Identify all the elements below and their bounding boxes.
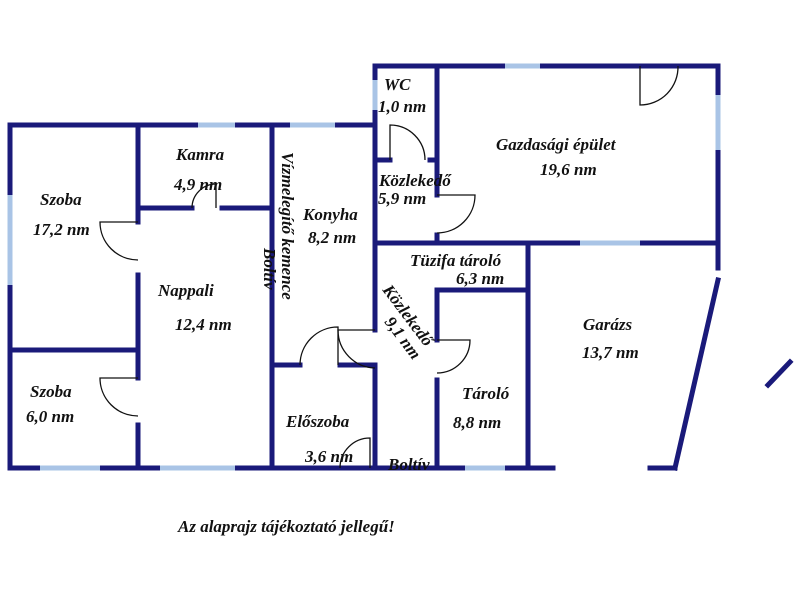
room-name-kamra: Kamra: [175, 145, 225, 164]
room-name-eloszoba: Előszoba: [285, 412, 350, 431]
door-swing: [389, 124, 426, 161]
room-area-kamra: 4,9 nm: [173, 175, 222, 194]
wall: [672, 277, 721, 471]
doors: [99, 65, 679, 469]
door-swing: [639, 65, 679, 106]
room-area-eloszoba: 3,6 nm: [304, 447, 353, 466]
disclaimer-note: Az alaprajz tájékoztató jellegű!: [177, 517, 395, 536]
room-area-szoba-2: 6,0 nm: [26, 407, 74, 426]
vizmelegito-kemence-label: Vízmelegítő kemence: [278, 152, 297, 300]
room-labels: WC 1,0 nm Gazdasági épület 19,6 nm Kamra…: [26, 75, 639, 474]
room-name-wc: WC: [384, 75, 411, 94]
room-area-konyha: 8,2 nm: [308, 228, 356, 247]
room-area-tuzifa: 6,3 nm: [456, 269, 504, 288]
room-area-szoba-1: 17,2 nm: [33, 220, 90, 239]
door-swing: [99, 377, 139, 417]
room-name-garazs: Garázs: [583, 315, 633, 334]
windows: [7, 63, 721, 471]
room-name-szoba-1: Szoba: [40, 190, 82, 209]
room-area-nappali: 12,4 nm: [175, 315, 232, 334]
room-name-gazdasagi: Gazdasági épület: [496, 135, 617, 154]
room-area-wc: 1,0 nm: [378, 97, 426, 116]
room-area-gazdasagi: 19,6 nm: [540, 160, 597, 179]
room-name-tarolo: Tároló: [462, 384, 509, 403]
room-name-kozlekedo-1: Közlekedő: [378, 171, 452, 190]
door-swing: [191, 183, 217, 209]
room-name-tuzifa: Tüzifa tároló: [410, 251, 501, 270]
boltiv-vertical-label: Boltív: [260, 247, 279, 290]
door-swing: [436, 339, 471, 374]
door-swing: [299, 326, 339, 366]
room-name-nappali: Nappali: [157, 281, 214, 300]
room-area-tarolo: 8,8 nm: [453, 413, 501, 432]
door-swing: [436, 194, 476, 234]
boltiv-bottom-label: Boltív: [387, 455, 430, 474]
door-swing: [339, 437, 371, 469]
door-swing: [99, 221, 139, 261]
door-swing: [337, 329, 376, 369]
room-area-kozlekedo-1: 5,9 nm: [378, 189, 426, 208]
room-name-konyha: Konyha: [302, 205, 358, 224]
room-area-garazs: 13,7 nm: [582, 343, 639, 362]
wall: [764, 358, 794, 389]
room-name-szoba-2: Szoba: [30, 382, 72, 401]
